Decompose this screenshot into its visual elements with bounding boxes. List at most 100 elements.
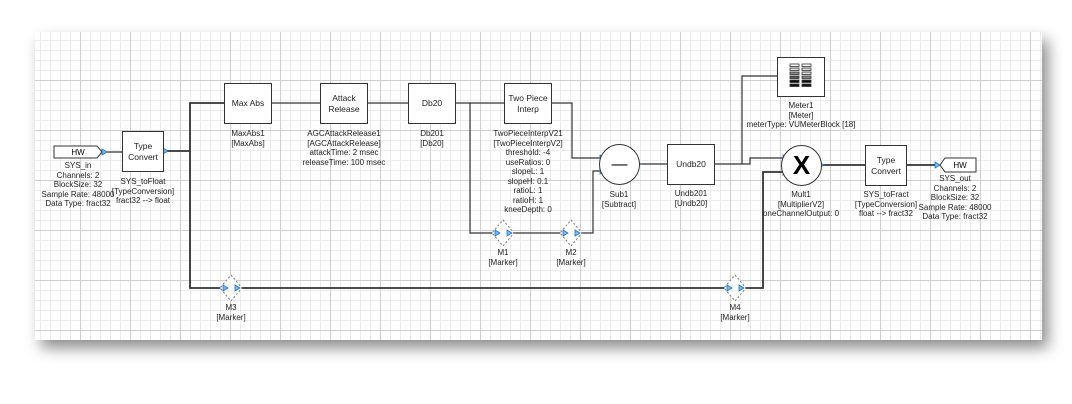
sys-out-block[interactable]: HW: [945, 158, 975, 172]
undb20-label: Undb201[Undb20]: [675, 189, 707, 208]
label-line: Mult1: [791, 190, 811, 199]
db20-block[interactable]: Db20: [408, 83, 456, 124]
hw-output-shape: [939, 157, 977, 173]
label-line: float --> fract32: [858, 209, 914, 218]
label-line: [AGCAttackRelease]: [307, 138, 381, 148]
block-title: Max Abs: [231, 98, 265, 108]
vu-meter-icon: [789, 63, 812, 87]
sys-in-block[interactable]: HW: [58, 146, 98, 158]
port-icon: [562, 229, 569, 237]
label-line: [Marker]: [216, 312, 246, 322]
label-line: Sub1: [609, 190, 629, 199]
block-title: Db20: [421, 98, 443, 108]
m3-label: M3[Marker]: [216, 303, 245, 322]
label-line: M4: [729, 303, 741, 312]
label-line: kneeDepth: 0: [504, 205, 552, 214]
to-fract-label: SYS_toFract[TypeConversion]float --> fra…: [855, 190, 917, 219]
marker-m2: [559, 219, 583, 247]
label-line: Db201: [420, 129, 444, 138]
to-float-block[interactable]: Type Convert: [122, 131, 164, 172]
label-line: Channels: 2: [933, 183, 977, 193]
to-float-label: SYS_toFloat[TypeConversion]fract32 --> f…: [112, 177, 174, 206]
maxabs-label: MaxAbs1[MaxAbs]: [231, 129, 264, 148]
label-line: [Marker]: [720, 312, 750, 322]
twopiece-block[interactable]: Two Piece Interp: [504, 83, 552, 124]
wire: [469, 103, 495, 234]
block-title: Undb20: [676, 159, 706, 169]
label-line: [Marker]: [556, 257, 586, 267]
label-line: TwoPieceInterpV21: [493, 129, 563, 138]
maxabs-block[interactable]: Max Abs: [224, 83, 272, 124]
label-line: M2: [565, 248, 577, 257]
label-line: Channels: 2: [56, 170, 100, 180]
port-icon: [222, 284, 229, 292]
label-line: Data Type: fract32: [922, 212, 988, 221]
label-line: Sample Rate: 48000: [918, 202, 992, 212]
block-title: Type Convert: [128, 140, 158, 162]
label-line: oneChannelOutput: 0: [762, 209, 840, 218]
label-line: [Meter]: [788, 110, 814, 120]
port-icon: [574, 229, 581, 237]
marker-m1: [491, 219, 515, 247]
block-title: Attack Release: [328, 92, 360, 114]
port-icon: [934, 161, 941, 169]
subtract-block[interactable]: —: [599, 144, 640, 185]
label-line: [Db20]: [420, 138, 444, 148]
block-title: Two Piece Interp: [508, 92, 548, 114]
block-title: Type Convert: [871, 154, 901, 176]
attack-label: AGCAttackRelease1[AGCAttackRelease]attac…: [303, 129, 386, 167]
attack-release-block[interactable]: Attack Release: [320, 83, 368, 124]
port-icon: [726, 284, 733, 292]
m2-label: M2[Marker]: [556, 248, 585, 267]
label-line: slopeH: 0.1: [507, 176, 549, 186]
m1-label: M1[Marker]: [488, 248, 517, 267]
multiply-icon: X: [792, 150, 811, 180]
multiplier-block[interactable]: X: [781, 145, 822, 186]
label-line: SYS_toFloat: [120, 177, 166, 186]
port-icon: [101, 148, 108, 156]
twopiece-label: TwoPieceInterpV21[TwoPieceInterpV2]thres…: [493, 129, 562, 215]
db20-label: Db201[Db20]: [420, 129, 444, 148]
label-line: threshold: -4: [505, 148, 551, 157]
port-icon: [494, 229, 501, 237]
label-line: M3: [225, 303, 237, 312]
wire: [741, 75, 777, 164]
port-icon: [738, 284, 745, 292]
label-line: BlockSize: 32: [53, 180, 103, 189]
label-line: [MultiplierV2]: [777, 199, 825, 209]
m4-label: M4[Marker]: [720, 303, 749, 322]
label-line: AGCAttackRelease1: [307, 129, 381, 138]
label-line: fract32 --> float: [115, 196, 171, 205]
label-line: MaxAbs1: [231, 129, 265, 138]
port-icon: [506, 229, 513, 237]
label-line: [MaxAbs]: [231, 138, 265, 148]
label-line: releaseTime: 100 msec: [302, 157, 386, 167]
label-line: attackTime: 2 msec: [309, 148, 379, 157]
meter-label: Meter1[Meter]meterType: VUMeterBlock [18…: [747, 101, 856, 130]
wire: [189, 102, 224, 289]
minus-icon: —: [611, 155, 628, 173]
label-line: Undb201: [674, 189, 708, 198]
label-line: slopeL: 1: [511, 167, 545, 176]
sub-label: Sub1[Subtract]: [602, 190, 636, 209]
wire: [715, 157, 783, 165]
undb20-block[interactable]: Undb20: [667, 144, 715, 185]
label-line: useRatios: 0: [505, 157, 551, 167]
mult-label: Mult1[MultiplierV2]oneChannelOutput: 0: [763, 190, 839, 219]
label-line: Data Type: fract32: [45, 199, 111, 208]
label-line: SYS_out: [939, 174, 971, 183]
label-line: ratioH: 1: [512, 195, 544, 205]
meter-block[interactable]: [777, 57, 825, 97]
label-line: SYS_in: [64, 161, 92, 170]
block-title: HW: [71, 147, 85, 157]
to-fract-block[interactable]: Type Convert: [865, 145, 907, 186]
label-line: ratioL: 1: [513, 186, 543, 195]
label-line: [TypeConversion]: [111, 186, 175, 196]
wire: [580, 170, 600, 234]
label-line: meterType: VUMeterBlock [18]: [746, 120, 856, 129]
wire: [744, 171, 783, 289]
wire: [552, 102, 600, 159]
block-title: HW: [953, 160, 967, 170]
